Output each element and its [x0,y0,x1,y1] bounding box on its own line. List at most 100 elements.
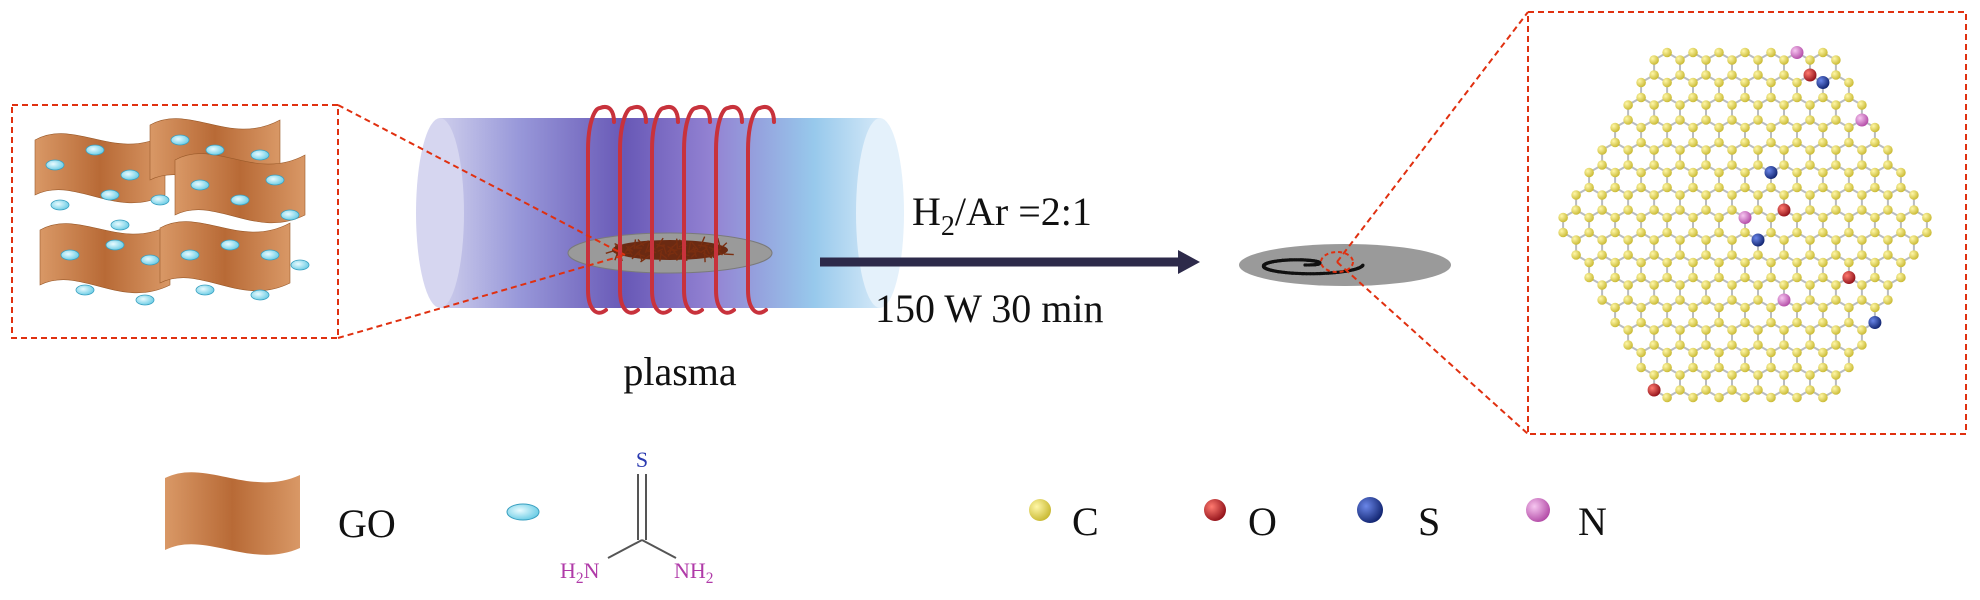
zoom-connectors-right [1336,11,1529,435]
carbon-atom [1558,227,1568,238]
product-particle [1270,260,1274,264]
carbon-atom [1584,182,1594,193]
carbon-atom [1805,295,1815,305]
carbon-atom [1688,302,1698,313]
carbon-atom [1714,347,1724,358]
carbon-atom [1649,205,1659,215]
thiourea-structure: S H2N NH2 [560,447,713,587]
product-particle [1308,272,1312,276]
carbon-atom [1896,227,1906,238]
arrow-head [1178,250,1200,274]
carbon-atom [1623,280,1633,290]
carbon-atom [1805,370,1815,380]
thiourea-molecule [60,249,80,261]
thiourea-molecule [250,149,270,161]
carbon-atom [1675,340,1685,350]
carbon-atom [1818,47,1828,58]
product-particle [1305,258,1309,262]
carbon-atom [1714,182,1724,193]
carbon-atom [1922,212,1932,223]
carbon-atom [1909,235,1919,245]
rf-coil [586,105,776,315]
carbon-atom [1714,122,1724,133]
carbon-atom [1792,212,1802,223]
carbon-atom [1714,302,1724,313]
product-particle [1274,269,1278,273]
sulfur-atom-icon [1357,497,1383,523]
carbon-atom [1766,302,1776,313]
carbon-atom [1740,317,1750,328]
carbon-atom [1662,317,1672,328]
carbon-atom [1766,122,1776,133]
thiourea-molecule [220,239,240,251]
carbon-atom [1675,115,1685,125]
carbon-atom [1701,145,1711,155]
carbon-atom [1844,302,1854,313]
carbon-atom [1779,70,1789,80]
carbon-atom [1870,227,1880,238]
atom-legend-carbon: C [1029,499,1099,544]
doped-graphene-inset [1527,11,1967,435]
carbon-atom [1870,182,1880,193]
sulfur-label: S [1418,499,1440,544]
carbon-atom [1857,160,1867,170]
sample-flake [700,248,707,254]
left-dashed-box [11,104,339,339]
product-boat [1239,244,1451,286]
carbon-atom [1844,212,1854,223]
carbon-atom [1857,205,1867,215]
carbon-atom [1649,235,1659,245]
thiourea-molecule [135,294,155,306]
gas-ratio-label: H2/Ar =2:1 [912,189,1092,242]
carbon-atom [1844,317,1854,328]
carbon-atom [1792,182,1802,193]
carbon-atom [1727,160,1737,170]
carbon-atom [1831,235,1841,245]
carbon-atom [1688,92,1698,103]
carbon-atom [1610,212,1620,223]
carbon-atom [1701,55,1711,65]
carbon-atom [1766,212,1776,223]
coil-turn [586,105,616,315]
carbon-atom [1792,392,1802,403]
carbon-atom [1688,137,1698,148]
carbon-atom [1623,190,1633,200]
oxygen-atom [1842,271,1856,284]
thiourea-molecule [45,159,65,171]
carbon-atom [1831,70,1841,80]
carbon-atom [1818,317,1828,328]
carbon-atom [1649,145,1659,155]
carbon-atom [1558,212,1568,223]
carbon-atom [1779,160,1789,170]
carbon-atom [1623,160,1633,170]
carbon-atom [1831,385,1841,395]
carbon-atom [1740,362,1750,373]
carbon-atom [1831,115,1841,125]
sample-flake [657,248,664,253]
carbon-atom [1857,190,1867,200]
atom-legend-sulfur: S [1357,497,1440,544]
carbon-atom [1831,370,1841,380]
carbon-atom [1792,137,1802,148]
carbon-atom [1870,167,1880,178]
carbon-atom [1636,272,1646,283]
sample-flake [667,245,677,252]
product-particle [1294,258,1299,262]
carbon-atom [1818,212,1828,223]
sample-flake [723,253,734,256]
carbon-atom [1675,280,1685,290]
carbon-atom [1649,115,1659,125]
carbon-atom [1870,137,1880,148]
graphene-lattice [1558,46,1932,403]
carbon-atom [1909,205,1919,215]
carbon-atom [1779,370,1789,380]
thiourea-molecule [180,249,200,261]
carbon-atom [1753,385,1763,395]
thiourea-molecule [250,289,270,301]
carbon-atom [1688,317,1698,328]
oxygen-atom-icon [1204,499,1226,521]
sample-flake [703,244,711,255]
carbon-atom [1740,47,1750,58]
carbon-atom [1805,340,1815,350]
carbon-atom [1662,167,1672,178]
